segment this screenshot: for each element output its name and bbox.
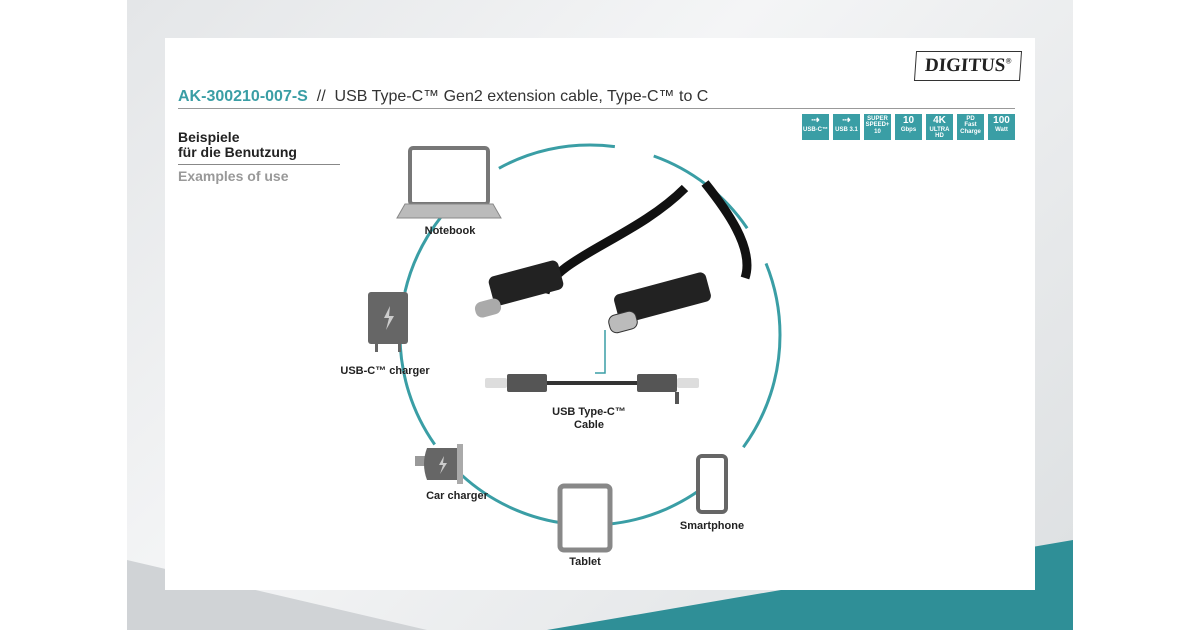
page-title: AK-300210-007-S // USB Type-C™ Gen2 exte… [178,88,709,105]
callout-line [595,330,606,374]
divider [178,108,1015,109]
usb31-badge: ⇢USB 3.1 [833,114,860,140]
tablet-label: Tablet [569,556,601,568]
usb-c-cable-image [474,180,752,334]
notebook-icon [396,146,502,219]
section-title-en: Examples of use [178,168,289,184]
usb-c-badge: ⇢USB-C™ [802,114,829,140]
usb-charger-label: USB-C™ charger [340,365,430,377]
tablet-icon [557,483,613,553]
car-charger-label: Car charger [426,490,488,502]
usb-charger-icon [368,292,408,352]
car-charger-icon [415,444,463,484]
superspeed-badge: SUPER SPEED+10 [864,114,891,140]
notebook-label: Notebook [424,225,476,237]
product-sheet: DIGITUS® AK-300210-007-S // USB Type-C™ … [165,38,1035,590]
usage-diagram [368,143,782,553]
cable-diagram-icon [485,374,699,404]
divider [178,164,340,165]
smartphone-icon [696,454,728,514]
smartphone-label: Smartphone [679,520,745,532]
